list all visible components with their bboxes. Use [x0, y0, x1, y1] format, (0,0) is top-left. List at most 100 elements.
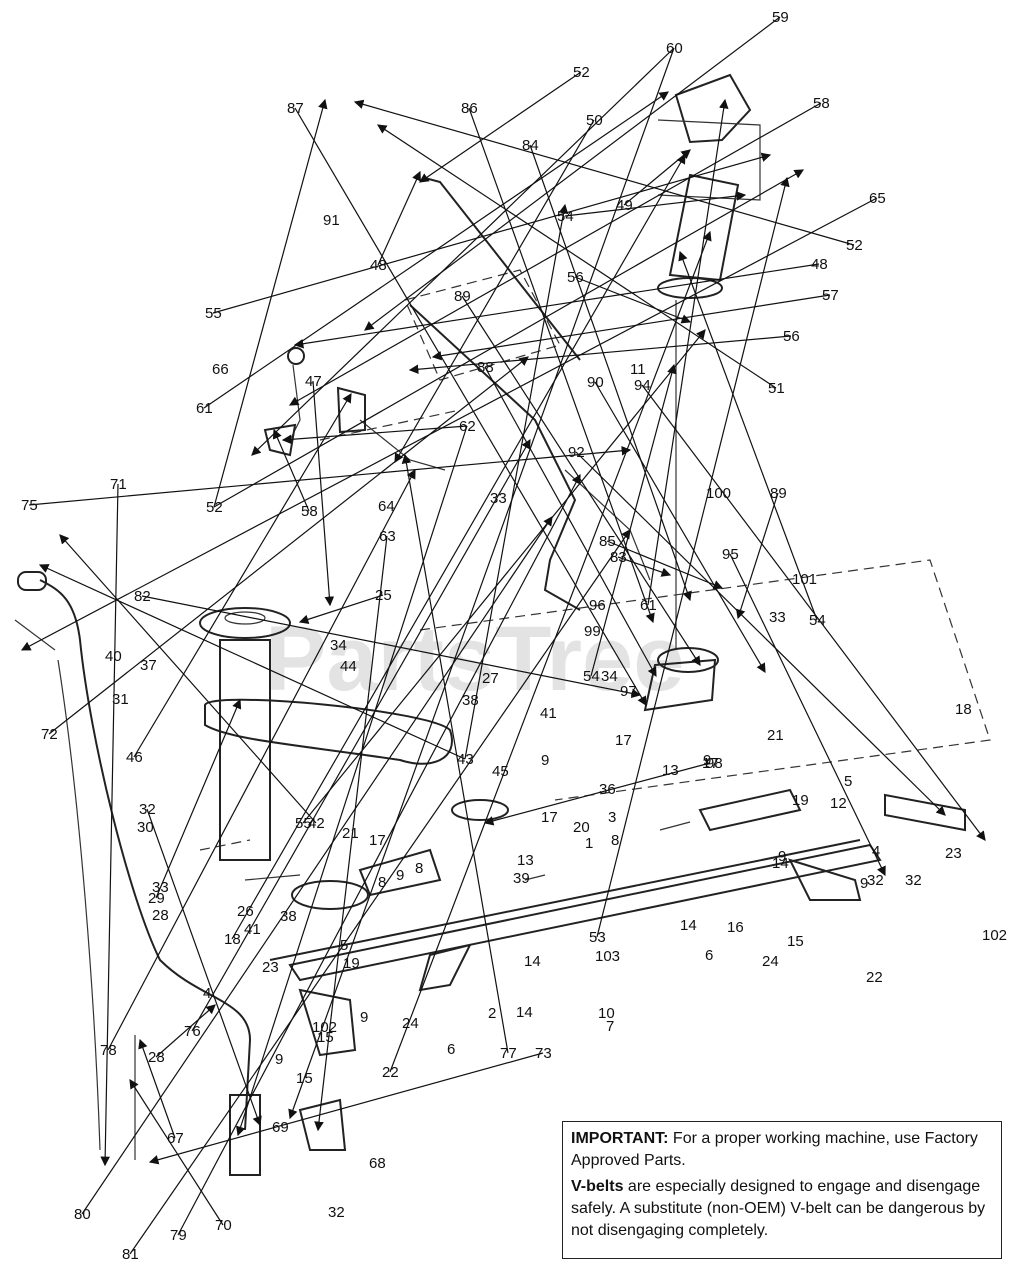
lever-72 — [14, 619, 56, 651]
callout-73: 73 — [535, 1045, 552, 1062]
leader-arrow — [28, 445, 632, 506]
callout-61: 61 — [196, 400, 213, 417]
callout-9: 9 — [275, 1051, 283, 1068]
chute-upper — [668, 173, 740, 282]
callout-96: 96 — [589, 597, 606, 614]
important-note: IMPORTANT: For a proper working machine,… — [571, 1128, 993, 1172]
callout-14: 14 — [524, 953, 541, 970]
leader-arrow — [236, 425, 468, 1137]
leader-arrow — [314, 535, 388, 1132]
knob-55 — [287, 347, 305, 365]
callout-28: 28 — [152, 907, 169, 924]
leader-arrow — [431, 294, 831, 361]
callout-83: 83 — [610, 549, 627, 566]
callout-76: 76 — [184, 1023, 201, 1040]
callout-30: 30 — [137, 819, 154, 836]
leader-arrow — [146, 808, 262, 1127]
vbelts-label: V-belts — [571, 1178, 624, 1195]
callout-9: 9 — [703, 752, 711, 769]
pulley-assembly — [199, 607, 691, 910]
callout-23: 23 — [945, 845, 962, 862]
callout-98: 98 — [706, 755, 723, 772]
pulley-26 — [291, 880, 369, 910]
leader-arrow — [389, 230, 712, 1073]
callout-12: 12 — [830, 795, 847, 812]
idler-45 — [451, 799, 509, 821]
shift-lever-assembly — [263, 347, 366, 457]
callout-10: 10 — [598, 1005, 615, 1022]
leader-arrow — [20, 197, 878, 651]
auger-housing — [219, 639, 271, 861]
callout-26: 26 — [237, 903, 254, 920]
callout-92: 92 — [568, 444, 585, 461]
callout-45: 45 — [492, 763, 509, 780]
bracket-22b — [788, 858, 862, 901]
callout-54: 54 — [583, 668, 600, 685]
important-label: IMPORTANT: — [571, 1130, 669, 1147]
callout-34: 34 — [601, 668, 618, 685]
callout-58: 58 — [813, 95, 830, 112]
leader-arrow — [312, 380, 335, 607]
callout-78: 78 — [100, 1042, 117, 1059]
callout-56: 56 — [567, 269, 584, 286]
leader-arrow — [594, 381, 766, 674]
callout-77: 77 — [500, 1045, 517, 1062]
cable-63 — [359, 419, 446, 471]
shaft-frame — [288, 843, 882, 982]
callout-17: 17 — [369, 832, 386, 849]
callout-56: 56 — [783, 328, 800, 345]
callout-9: 9 — [396, 867, 404, 884]
callout-33: 33 — [152, 879, 169, 896]
callout-9: 9 — [778, 848, 786, 865]
callout-32: 32 — [905, 872, 922, 889]
callout-5: 5 — [844, 773, 852, 790]
callout-17: 17 — [702, 755, 719, 772]
callout-99: 99 — [584, 623, 601, 640]
vbelts-text: are especially designed to engage and di… — [571, 1178, 986, 1239]
callout-61: 61 — [640, 597, 657, 614]
callout-42: 42 — [308, 815, 325, 832]
callout-38: 38 — [280, 908, 297, 925]
callout-95: 95 — [722, 546, 739, 563]
leader-arrow — [138, 1038, 176, 1139]
bracket-24 — [418, 943, 472, 992]
callout-49: 49 — [616, 197, 633, 214]
leader-arrow — [617, 556, 672, 577]
callout-41: 41 — [244, 921, 261, 938]
leader-arrow — [281, 425, 468, 445]
callout-97: 97 — [620, 683, 637, 700]
important-note-box: IMPORTANT: For a proper working machine,… — [562, 1121, 1002, 1259]
leader-arrow — [353, 99, 855, 246]
callout-54: 54 — [809, 612, 826, 629]
callout-34: 34 — [330, 637, 347, 654]
leader-lines — [20, 16, 986, 1255]
belt-44 — [204, 698, 453, 765]
callout-33: 33 — [769, 609, 786, 626]
spring-39 — [524, 874, 546, 881]
leader-arrow — [81, 516, 553, 1215]
rod-91 — [424, 177, 581, 361]
assembly-guide-lines — [199, 269, 991, 851]
callout-22: 22 — [866, 969, 883, 986]
pulley-25 — [199, 607, 291, 639]
leader-arrow — [575, 451, 946, 816]
leader-arrow — [129, 529, 631, 1255]
callout-85: 85 — [599, 533, 616, 550]
callout-55: 55 — [205, 305, 222, 322]
leader-arrow — [155, 1004, 216, 1058]
callout-24: 24 — [762, 953, 779, 970]
leader-arrow — [419, 71, 582, 183]
callout-57: 57 — [822, 287, 839, 304]
leader-arrow — [251, 47, 675, 456]
leader-arrow — [213, 169, 805, 508]
callout-20: 20 — [573, 819, 590, 836]
bracket-47 — [336, 386, 366, 434]
leader-arrow — [288, 47, 675, 1120]
callout-18: 18 — [224, 931, 241, 948]
leader-arrow — [401, 453, 509, 1054]
callout-13: 13 — [662, 762, 679, 779]
callout-14: 14 — [516, 1004, 533, 1021]
callout-101: 101 — [792, 571, 817, 588]
callout-50: 50 — [586, 112, 603, 129]
